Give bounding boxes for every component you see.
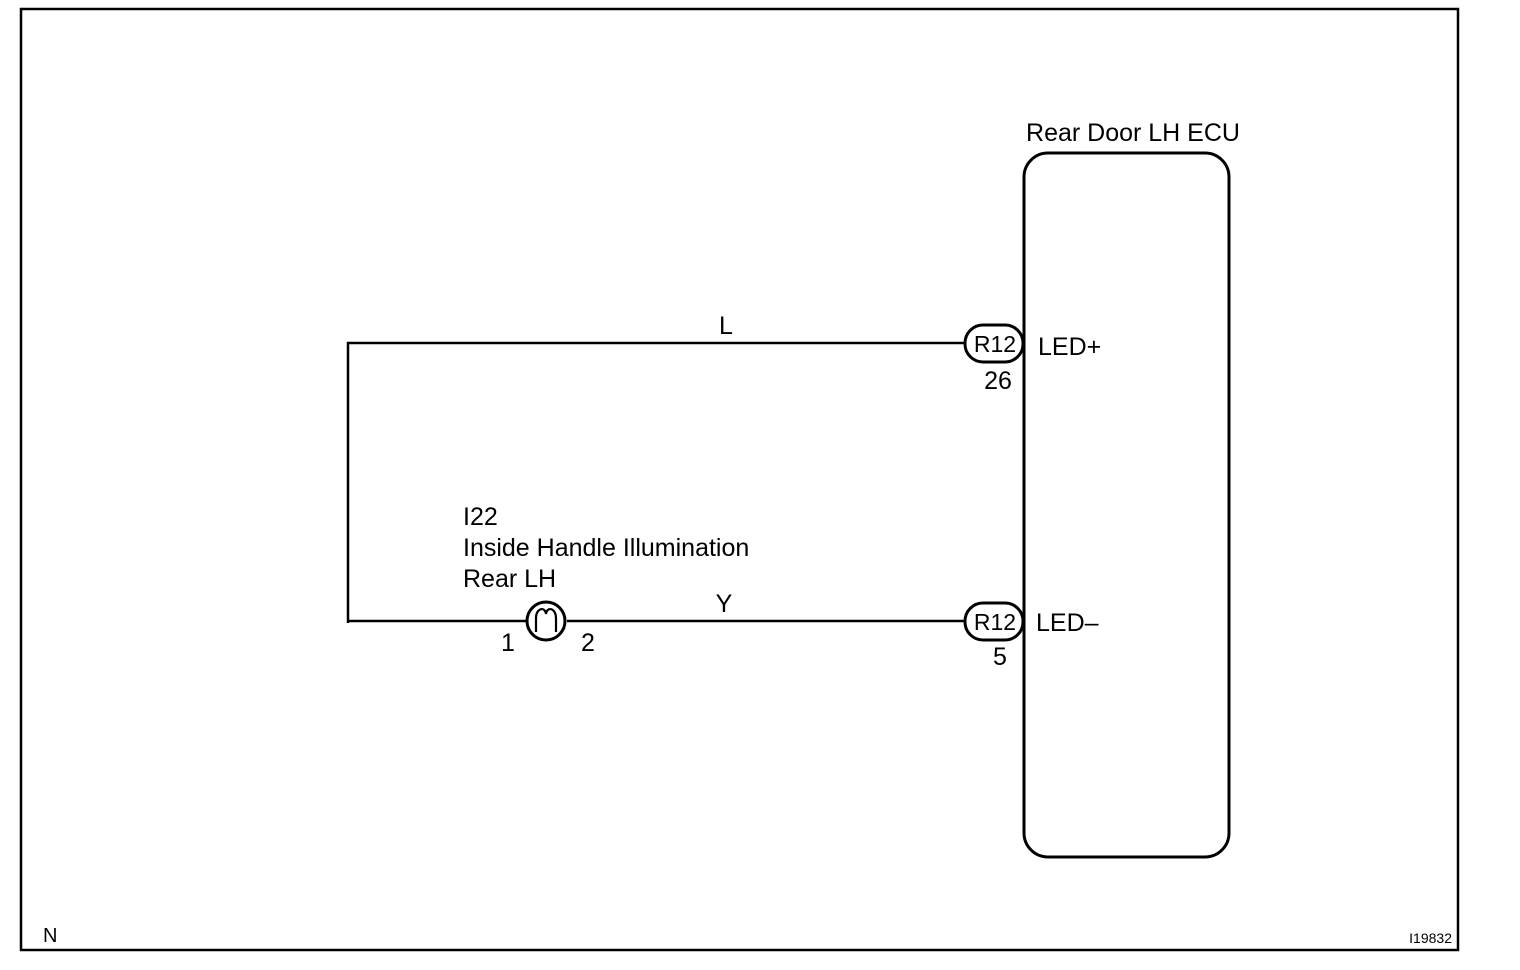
corner-code-right: I19832	[1409, 930, 1452, 946]
connector-top-id: R12	[974, 331, 1016, 357]
wire-top: L	[346, 312, 966, 623]
bulb-icon	[525, 600, 567, 642]
wire-bottom-color-code: Y	[716, 590, 733, 618]
connector-top: R12 26	[963, 323, 1025, 395]
ecu-block: Rear Door LH ECU LED+ LED–	[1022, 119, 1240, 859]
bulb-filament-icon	[534, 608, 558, 632]
bulb-pin-left: 1	[501, 629, 515, 657]
corner-code-left: N	[43, 925, 57, 947]
bulb-name-line2: Rear LH	[463, 565, 556, 593]
bulb-component: I22 Inside Handle Illumination Rear LH 1…	[463, 503, 749, 657]
ecu-pin-led-plus-label: LED+	[1038, 333, 1101, 361]
bulb-pin-right: 2	[581, 629, 595, 657]
connector-bottom-pin: 5	[993, 643, 1007, 671]
wire-top-path	[346, 341, 966, 623]
connector-top-shape	[963, 323, 1025, 364]
bulb-name-line1: Inside Handle Illumination	[463, 534, 749, 562]
wire-bottom: Y	[348, 590, 966, 623]
diagram-frame	[19, 7, 1460, 952]
ecu-title: Rear Door LH ECU	[1026, 119, 1240, 147]
ecu-outline	[1022, 151, 1231, 859]
ecu-pin-led-minus-label: LED–	[1036, 609, 1099, 637]
connector-bottom-shape	[963, 601, 1025, 642]
connector-bottom-id: R12	[974, 609, 1016, 635]
connector-bottom: R12 5	[963, 601, 1025, 671]
bulb-code: I22	[463, 503, 498, 531]
connector-top-pin: 26	[984, 367, 1012, 395]
wire-top-color-code: L	[719, 312, 733, 340]
